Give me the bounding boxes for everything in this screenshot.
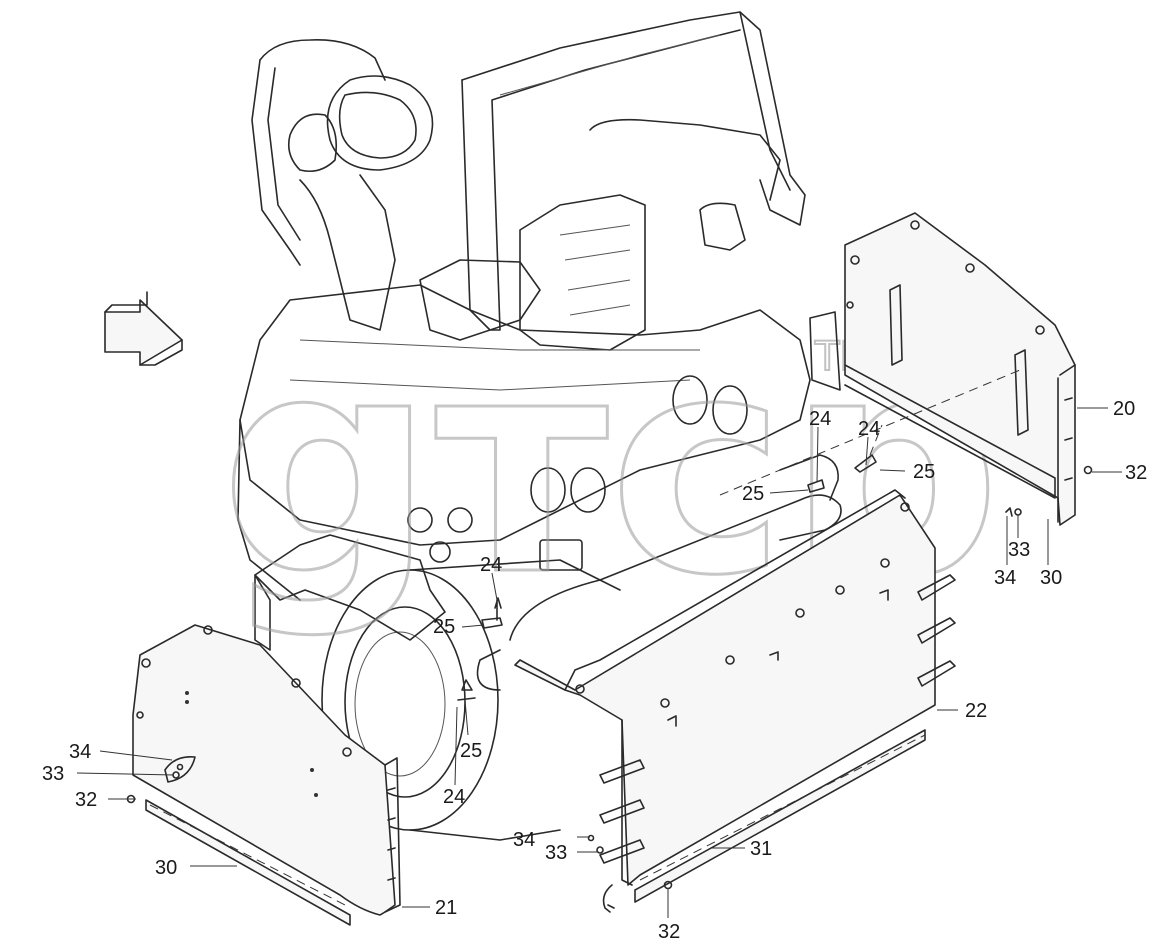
- callout-labels: 20 21 22 24 24 24 24 25 25 25 25 30 30 3…: [42, 398, 1147, 943]
- leader-lines: [76, 407, 1122, 918]
- callout-25-a: 25: [433, 616, 455, 638]
- callout-34-a: 34: [69, 741, 91, 763]
- callout-25-b: 25: [460, 740, 482, 762]
- callout-33-a: 33: [42, 763, 64, 785]
- callout-24-b: 24: [443, 786, 465, 808]
- callout-34-c: 34: [994, 567, 1016, 589]
- panel-21: [132, 624, 401, 916]
- strip-30-left: [145, 799, 351, 926]
- callout-30-a: 30: [155, 857, 177, 879]
- hardware-pins: [457, 454, 877, 701]
- roller-machine: [237, 11, 842, 841]
- callout-24-a: 24: [480, 554, 502, 576]
- fasteners: [126, 465, 1093, 913]
- callout-32-a: 32: [1125, 462, 1147, 484]
- callout-21: 21: [435, 897, 457, 919]
- callout-24-c: 24: [809, 408, 831, 430]
- callout-33-c: 33: [1008, 539, 1030, 561]
- strip-31: [634, 729, 926, 903]
- callout-25-d: 25: [913, 461, 935, 483]
- callout-30-b: 30: [1040, 567, 1062, 589]
- callout-34-b: 34: [513, 829, 535, 851]
- panel-22: [514, 489, 956, 886]
- callout-32-c: 32: [658, 921, 680, 943]
- direction-arrow-icon: [104, 291, 183, 366]
- callout-32-b: 32: [75, 789, 97, 811]
- callout-22: 22: [965, 700, 987, 722]
- callout-25-c: 25: [742, 483, 764, 505]
- callout-31: 31: [750, 838, 772, 860]
- callout-24-d: 24: [858, 418, 880, 440]
- assembly-lines: [149, 369, 1021, 906]
- panel-20: [809, 212, 1076, 526]
- callout-33-b: 33: [545, 842, 567, 864]
- hinge-icons: [599, 574, 956, 864]
- callout-20: 20: [1113, 398, 1135, 420]
